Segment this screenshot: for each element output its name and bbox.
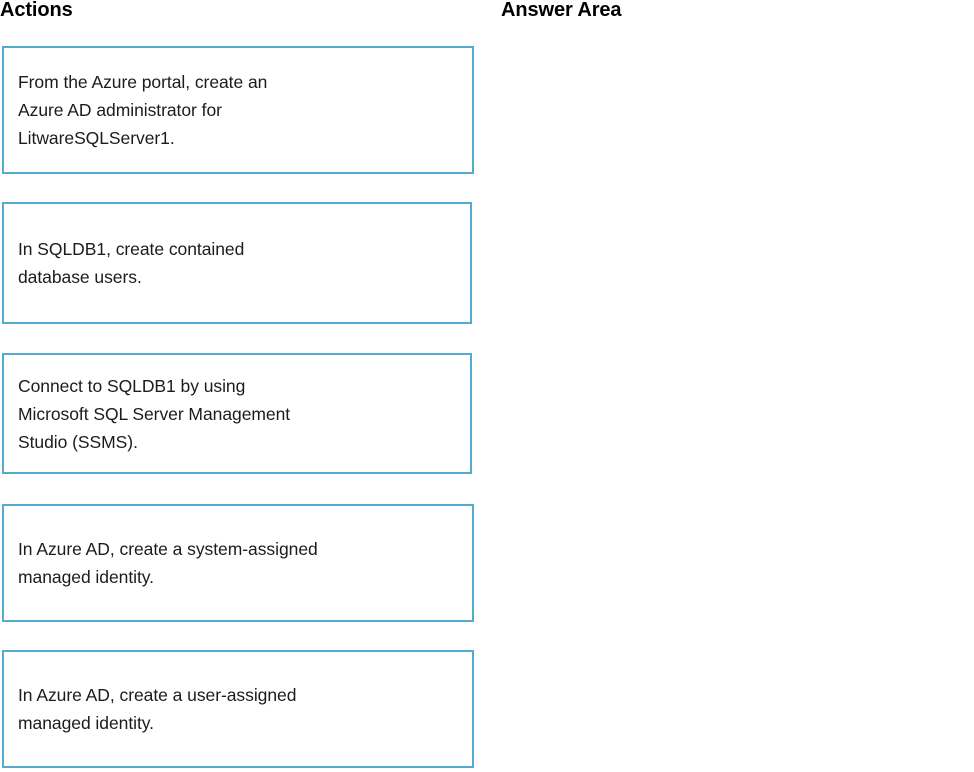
answer-area-heading: Answer Area xyxy=(501,0,622,21)
action-item-label: Connect to SQLDB1 by using Microsoft SQL… xyxy=(18,375,291,452)
answer-area-dropzone[interactable] xyxy=(501,46,959,768)
action-item-4[interactable]: In Azure AD, create a user-assigned mana… xyxy=(2,650,474,768)
action-item-label: In Azure AD, create a system-assigned ma… xyxy=(18,539,318,587)
action-item-label: In Azure AD, create a user-assigned mana… xyxy=(18,685,297,733)
action-item-label: In SQLDB1, create contained database use… xyxy=(18,239,245,287)
action-item-2[interactable]: Connect to SQLDB1 by using Microsoft SQL… xyxy=(2,353,472,474)
action-item-3[interactable]: In Azure AD, create a system-assigned ma… xyxy=(2,504,474,622)
actions-column-heading: Actions xyxy=(0,0,73,21)
action-item-0[interactable]: From the Azure portal, create an Azure A… xyxy=(2,46,474,174)
action-item-1[interactable]: In SQLDB1, create contained database use… xyxy=(2,202,472,324)
actions-column: Actions From the Azure portal, create an… xyxy=(0,0,474,768)
answer-area-column: Answer Area xyxy=(487,0,974,772)
action-item-label: From the Azure portal, create an Azure A… xyxy=(18,72,268,148)
